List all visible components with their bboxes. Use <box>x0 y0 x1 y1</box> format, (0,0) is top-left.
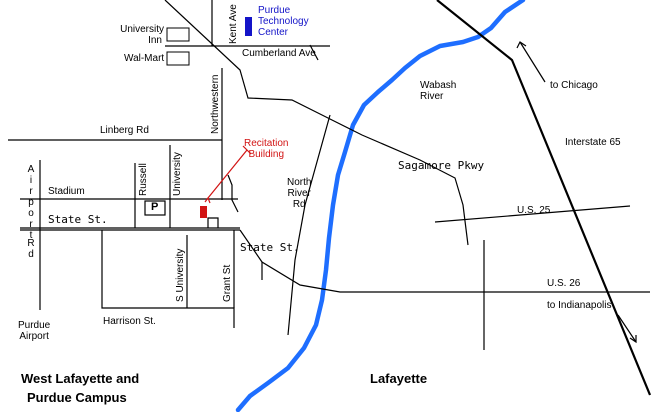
label-parking: P <box>151 201 159 213</box>
road-northwest-diagonal <box>164 0 469 246</box>
to-chicago-arrow <box>519 41 546 83</box>
wal-mart-marker <box>166 51 190 66</box>
label-wabash-river: Wabash River <box>420 80 457 102</box>
sagamore-road <box>309 44 319 61</box>
parking-marker <box>144 200 166 216</box>
recitation-leader-line <box>207 149 248 199</box>
label-s-university: S University <box>175 248 186 302</box>
label-us-25: U.S. 25 <box>517 205 551 216</box>
purdue-technology-center-marker <box>245 17 252 36</box>
label-university-inn: University Inn <box>120 24 164 46</box>
interstate-65-line <box>436 0 651 396</box>
recitation-building-marker <box>200 206 207 218</box>
label-purdue-airport: Purdue Airport <box>18 320 51 342</box>
north-river-road <box>287 114 331 336</box>
label-cumberland-ave: Cumberland Ave <box>242 48 316 59</box>
label-west-lafayette: West Lafayette and Purdue Campus <box>21 371 140 405</box>
label-recitation-building: Recitation Building <box>244 138 289 160</box>
label-to-chicago: to Chicago <box>550 80 598 91</box>
wabash-river <box>235 0 526 412</box>
to-indianapolis-arrow <box>617 314 637 343</box>
label-state-st-east: State St. <box>240 241 300 254</box>
label-airport-rd-top: A i r p o r t <box>27 164 35 241</box>
label-us-26: U.S. 26 <box>547 278 581 289</box>
to-chicago-arrowhead <box>516 41 527 49</box>
harrison-loop-road <box>101 230 235 328</box>
label-russell: Russell <box>138 163 149 196</box>
label-wal-mart: Wal-Mart <box>124 53 165 64</box>
label-to-indianapolis: to Indianapolis <box>547 300 612 311</box>
label-grant-st: Grant St <box>222 264 233 302</box>
state-st-east-road <box>239 229 650 293</box>
recitation-arrowhead <box>204 196 211 204</box>
label-linberg-rd: Linberg Rd <box>100 125 149 136</box>
label-airport-rd-bottom: R d <box>27 238 35 260</box>
university-inn-marker <box>166 27 190 42</box>
label-university-north: University <box>172 152 183 196</box>
road-network <box>8 0 650 350</box>
label-sagamore-pkwy: Sagamore Pkwy <box>398 159 485 172</box>
label-interstate-65: Interstate 65 <box>565 137 621 148</box>
label-lafayette: Lafayette <box>370 371 428 386</box>
label-stadium: Stadium <box>48 186 85 197</box>
label-purdue-technology-center: Purdue Technology Center <box>258 5 309 38</box>
label-harrison-st: Harrison St. <box>103 316 156 327</box>
label-kent-ave: Kent Ave <box>228 4 239 44</box>
campus-connector <box>207 217 219 228</box>
label-state-st-west: State St. <box>48 213 108 226</box>
us-25-road <box>434 205 631 223</box>
label-north-river-rd: North River Rd <box>287 177 312 210</box>
label-northwestern: Northwestern <box>210 74 221 134</box>
recitation-leader-tick <box>242 145 252 155</box>
campus-loop <box>227 174 239 213</box>
to-indianapolis-arrowhead <box>629 335 637 344</box>
